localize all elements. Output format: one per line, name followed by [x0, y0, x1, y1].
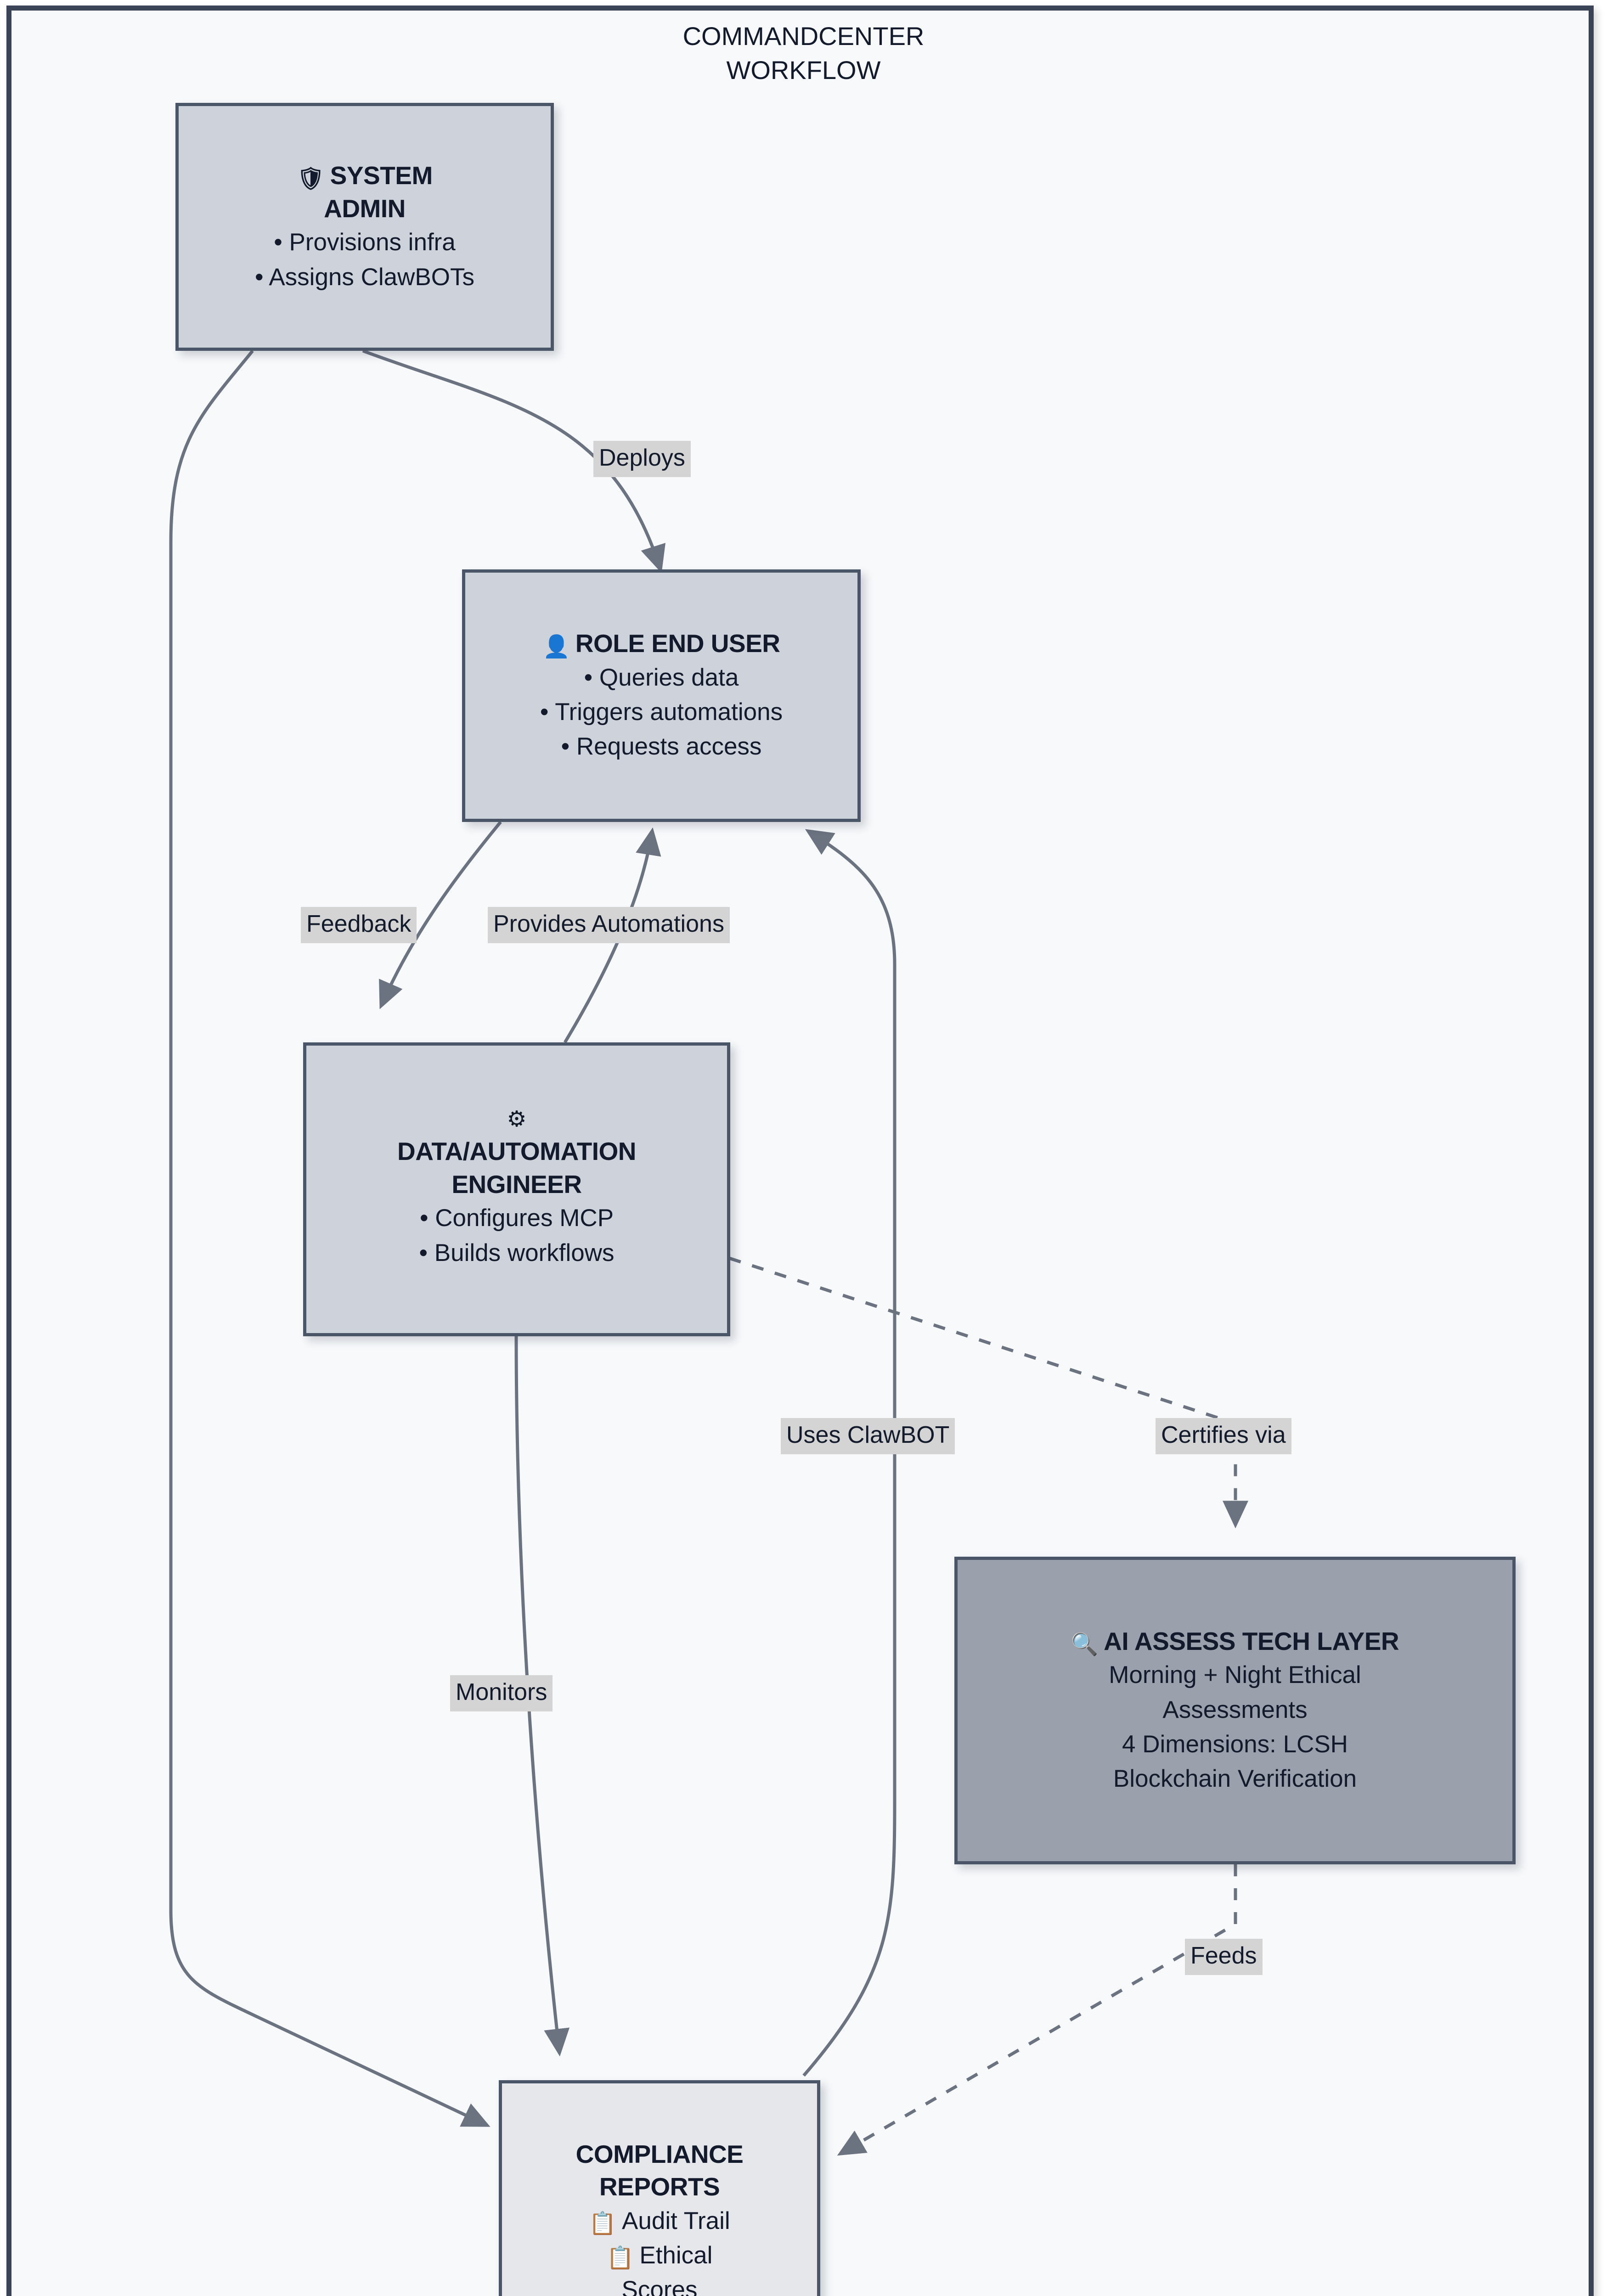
node-data-automation-engineer-bullet-1: • Builds workflows [419, 1239, 615, 1266]
node-ai-assess-title-row: 🔍AI ASSESS TECH LAYER [1071, 1625, 1399, 1658]
edge-label-certifies-via: Certifies via [1156, 1418, 1291, 1455]
node-system-admin-title-2: ADMIN [324, 194, 406, 223]
node-ai-assess-title: AI ASSESS TECH LAYER [1104, 1626, 1399, 1655]
node-data-automation-engineer-title-2: ENGINEER [451, 1170, 582, 1199]
edge-admin-to-compliance [169, 349, 491, 2127]
edge-label-uses-clawbot: Uses ClawBOT [781, 1418, 955, 1455]
node-data-automation-engineer-bullet-0: • Configures MCP [419, 1204, 614, 1232]
node-role-end-user-title-row: 👤ROLE END USER [542, 627, 780, 660]
node-compliance-item-1: 📋Ethical [607, 2238, 713, 2273]
node-compliance-item-0-label: Audit Trail [622, 2207, 730, 2234]
page-title-line1: COMMANDCENTER [682, 22, 925, 51]
edge-label-feeds: Feeds [1185, 1939, 1263, 1975]
node-ai-assess-line-3: Blockchain Verification [1113, 1765, 1357, 1792]
edge-certifies-via [728, 1256, 1248, 1529]
clipboard-icon: 📋 [606, 2245, 634, 2270]
node-role-end-user-bullet-2: • Requests access [561, 733, 762, 760]
edge-feedback [379, 821, 502, 1009]
node-compliance-trailing: Scores [621, 2276, 698, 2296]
edge-uses-clawbot [802, 829, 897, 2077]
node-compliance-reports-title-2: REPORTS [599, 2172, 720, 2201]
page-title-line2: WORKFLOW [726, 55, 881, 84]
gear-icon: ⚙ [507, 1107, 527, 1132]
node-ai-assess-tech-layer[interactable]: 🔍AI ASSESS TECH LAYER Morning + Night Et… [954, 1557, 1516, 1864]
node-ai-assess-line-2: 4 Dimensions: LCSH [1122, 1730, 1348, 1758]
node-system-admin[interactable]: 🛡SYSTEM ADMIN • Provisions infra • Assig… [175, 103, 554, 351]
magnifier-icon: 🔍 [1071, 1632, 1099, 1657]
person-icon: 👤 [542, 635, 570, 659]
node-system-admin-title-row: 🛡SYSTEM [297, 159, 433, 192]
node-role-end-user-bullet-1: • Triggers automations [540, 698, 783, 726]
edge-label-deploys: Deploys [593, 441, 691, 478]
node-ai-assess-line-0: Morning + Night Ethical [1109, 1661, 1361, 1689]
node-ai-assess-line-1: Assessments [1162, 1696, 1308, 1723]
node-compliance-item-0: 📋Audit Trail [589, 2204, 730, 2238]
edge-label-monitors: Monitors [450, 1675, 553, 1712]
node-system-admin-bullet-0: • Provisions infra [274, 229, 456, 256]
edge-label-provides-automations: Provides Automations [488, 907, 730, 944]
node-data-automation-engineer-title-1: DATA/AUTOMATION [397, 1137, 637, 1166]
node-role-end-user[interactable]: 👤ROLE END USER • Queries data • Triggers… [462, 569, 861, 822]
shield-icon: 🛡 [297, 167, 325, 191]
node-data-automation-engineer[interactable]: ⚙ DATA/AUTOMATION ENGINEER • Configures … [303, 1042, 730, 1336]
edge-deploys [362, 349, 665, 574]
node-role-end-user-title: ROLE END USER [575, 629, 780, 658]
clipboard-icon: 📋 [589, 2211, 617, 2236]
node-compliance-reports-title-1: COMPLIANCE [575, 2139, 744, 2168]
edge-label-feedback: Feedback [301, 907, 417, 944]
node-system-admin-bullet-1: • Assigns ClawBOTs [254, 263, 475, 291]
node-compliance-reports[interactable]: COMPLIANCE REPORTS 📋Audit Trail 📋Ethical… [499, 2080, 820, 2296]
diagram-frame [6, 6, 1594, 2296]
node-role-end-user-bullet-0: • Queries data [584, 664, 739, 691]
node-compliance-item-1-label: Ethical [639, 2241, 713, 2269]
node-system-admin-title-1: SYSTEM [330, 161, 433, 190]
page-title: COMMANDCENTER WORKFLOW [0, 19, 1607, 87]
edge-feeds [837, 1864, 1237, 2156]
